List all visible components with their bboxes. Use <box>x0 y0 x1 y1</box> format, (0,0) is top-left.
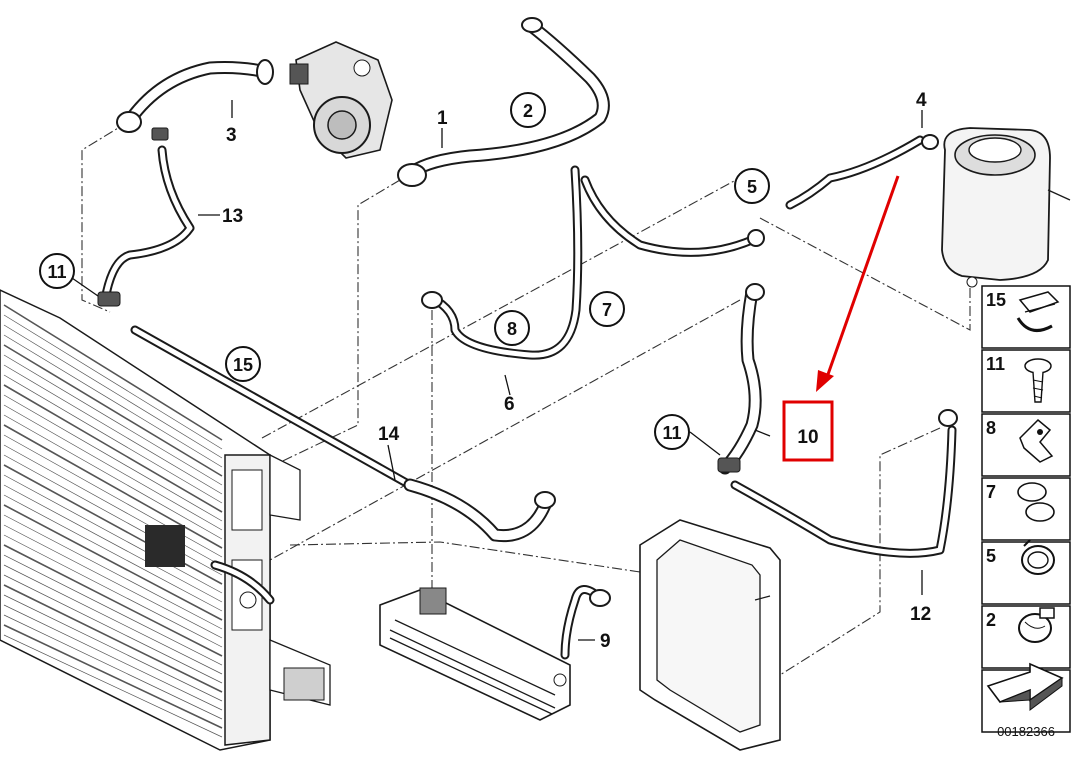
expansion-tank <box>941 127 1071 288</box>
svg-text:7: 7 <box>602 300 612 320</box>
radiator-fin <box>3 574 223 684</box>
radiator-fin <box>3 464 223 585</box>
radiator-fin <box>3 314 223 450</box>
radiator-fin <box>3 504 223 621</box>
legend-cell-number: 2 <box>986 610 996 630</box>
svg-text:5: 5 <box>747 177 757 197</box>
radiator-fin <box>3 364 223 495</box>
label-12: 12 <box>910 604 931 625</box>
radiator-fin <box>3 324 223 459</box>
radiator-fin <box>3 494 223 612</box>
radiator-fin <box>3 394 223 522</box>
cooler-frame <box>639 519 781 751</box>
clamp-5-icon <box>1021 539 1055 575</box>
radiator-fin <box>3 304 223 441</box>
label-8-circled: 8 <box>494 310 530 346</box>
radiator-fin <box>3 564 223 675</box>
radiator-fin <box>3 584 223 693</box>
label-5-circled: 5 <box>734 168 770 204</box>
radiator-fin <box>3 344 223 477</box>
svg-text:2: 2 <box>523 101 533 121</box>
radiator-fin <box>3 404 223 531</box>
label-4: 4 <box>916 90 927 111</box>
radiator-fin <box>3 624 223 729</box>
legend-cell-number: 15 <box>986 290 1006 310</box>
legend-cell-number: 8 <box>986 418 996 438</box>
radiator-fin <box>3 424 223 549</box>
radiator-fin <box>3 634 223 738</box>
legend-cell <box>981 349 1071 413</box>
hose-clamp-2-icon <box>1018 607 1055 643</box>
radiator-fin <box>3 514 223 630</box>
water-pump <box>289 41 393 159</box>
clamp-7-icon <box>1017 482 1055 522</box>
radiator-fin <box>3 444 223 567</box>
svg-text:11: 11 <box>662 423 681 443</box>
label-15-circled: 15 <box>225 346 261 382</box>
label-10: 10 <box>797 427 818 448</box>
label-9: 9 <box>600 631 611 652</box>
dash-dot-lines <box>81 121 971 676</box>
svg-text:8: 8 <box>507 319 517 339</box>
radiator-fin <box>3 484 223 603</box>
radiator <box>0 289 331 751</box>
arrow-symbol-icon <box>986 662 1064 711</box>
radiator-fin <box>3 554 223 666</box>
label-13: 13 <box>222 206 243 227</box>
radiator-fin <box>3 534 223 648</box>
label-2-circled: 2 <box>510 92 546 128</box>
label-14: 14 <box>378 424 400 445</box>
radiator-fin <box>3 434 223 558</box>
bracket-8-icon <box>1019 418 1054 463</box>
label-6: 6 <box>504 394 515 415</box>
radiator-fin <box>3 594 223 702</box>
legend-cell-number: 11 <box>986 354 1005 374</box>
radiator-fin <box>3 414 223 540</box>
label-11-circled-right: 11 <box>654 414 690 450</box>
radiator-fin <box>3 604 223 711</box>
part-labels: 1 3 4 6 9 12 13 14 2 5 7 8 11 11 <box>39 90 931 652</box>
radiator-fin <box>3 614 223 720</box>
radiator-fin <box>3 354 223 486</box>
leader-lines <box>71 100 923 641</box>
radiator-fin <box>3 474 223 594</box>
hoses <box>97 17 958 660</box>
radiator-fin <box>3 384 223 513</box>
clip-15-icon <box>1016 291 1060 332</box>
screw-11-icon <box>1024 358 1052 403</box>
radiator-fin <box>3 374 223 504</box>
svg-text:11: 11 <box>47 262 66 282</box>
svg-text:15: 15 <box>233 355 253 375</box>
label-3: 3 <box>226 125 237 146</box>
legend-cell-number: 7 <box>986 482 996 502</box>
highlight-box <box>782 400 834 462</box>
radiator-fin <box>3 544 223 657</box>
label-1: 1 <box>437 108 448 129</box>
side-legend: 15 11 8 7 5 2 <box>981 285 1071 739</box>
label-7-circled: 7 <box>589 291 625 327</box>
legend-cell <box>981 285 1071 349</box>
highlight-part-10: 10 <box>782 175 900 462</box>
oil-cooler <box>379 587 571 721</box>
radiator-fin <box>3 454 223 576</box>
label-11-circled-left: 11 <box>39 253 75 289</box>
red-arrow-head <box>816 370 834 392</box>
radiator-fin <box>3 524 223 639</box>
catalog-number: 00182366 <box>997 724 1055 739</box>
legend-cell-number: 5 <box>986 546 996 566</box>
radiator-fin <box>3 334 223 468</box>
